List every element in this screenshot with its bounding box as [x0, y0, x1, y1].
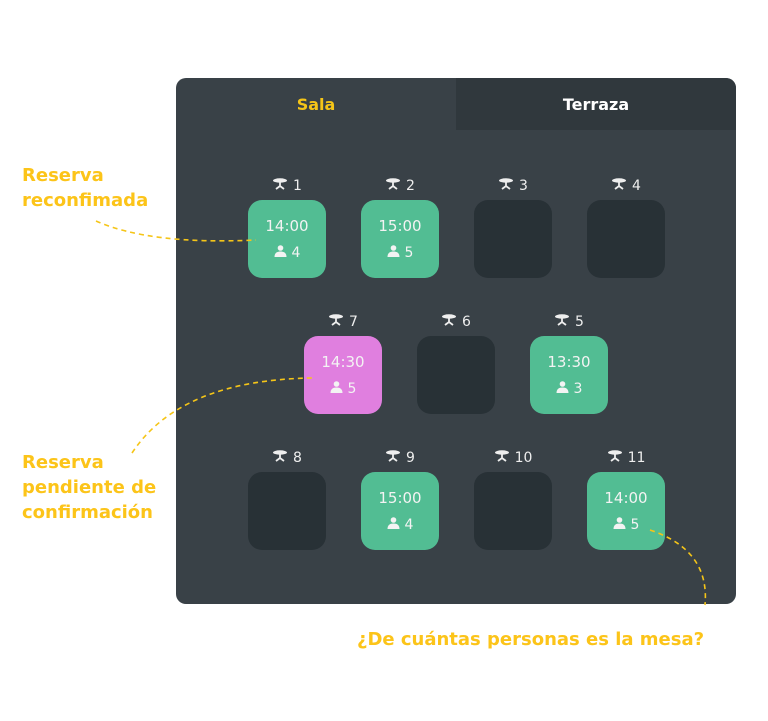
table-number: 5	[575, 314, 584, 330]
person-icon	[330, 381, 343, 397]
annotation-pending: Reserva pendiente de confirmación	[22, 450, 156, 525]
tab-sala[interactable]: Sala	[296, 94, 336, 114]
table-number: 4	[632, 178, 641, 194]
guest-count: 4	[274, 245, 301, 261]
reservation-time: 15:00	[378, 489, 422, 507]
table-label: 4	[587, 178, 665, 194]
table-9: 9 15:00 4	[361, 450, 439, 550]
table-tile-confirmed[interactable]: 14:00 4	[248, 200, 326, 278]
table-icon	[385, 450, 401, 466]
table-label: 8	[248, 450, 326, 466]
annotation-guests: ¿De cuántas personas es la mesa?	[357, 629, 705, 650]
table-4: 4	[587, 178, 665, 278]
table-10: 10	[474, 450, 552, 550]
table-icon	[272, 178, 288, 194]
table-number: 1	[293, 178, 302, 194]
table-label: 7	[304, 314, 382, 330]
guest-count: 3	[556, 381, 583, 397]
table-icon	[498, 178, 514, 194]
annotation-text: Reserva	[22, 452, 104, 473]
table-number: 8	[293, 450, 302, 466]
table-label: 11	[587, 450, 665, 466]
table-label: 3	[474, 178, 552, 194]
floor-plan-panel: Sala Terraza 1 14:00 4 2 15:00 5 3 4 7 14:30 5 6 5 13…	[176, 78, 736, 604]
table-icon	[494, 450, 510, 466]
reservation-time: 15:00	[378, 217, 422, 235]
table-tile-empty[interactable]	[474, 472, 552, 550]
guest-number: 5	[347, 381, 357, 397]
guest-count: 5	[613, 517, 640, 533]
person-icon	[613, 517, 626, 533]
tab-terraza[interactable]: Terraza	[456, 78, 736, 130]
table-11: 11 14:00 5	[587, 450, 665, 550]
annotation-text: pendiente de	[22, 477, 157, 498]
table-icon	[554, 314, 570, 330]
table-tile-empty[interactable]	[417, 336, 495, 414]
table-icon	[385, 178, 401, 194]
annotation-confirmed: Reserva reconfimada	[22, 163, 148, 213]
reservation-time: 13:30	[547, 353, 591, 371]
table-2: 2 15:00 5	[361, 178, 439, 278]
table-icon	[328, 314, 344, 330]
person-icon	[387, 245, 400, 261]
table-8: 8	[248, 450, 326, 550]
annotation-text: reconfimada	[22, 190, 149, 211]
guest-count: 5	[387, 245, 414, 261]
table-1: 1 14:00 4	[248, 178, 326, 278]
guest-number: 5	[404, 245, 414, 261]
table-label: 1	[248, 178, 326, 194]
table-5: 5 13:30 3	[530, 314, 608, 414]
table-label: 9	[361, 450, 439, 466]
guest-count: 5	[330, 381, 357, 397]
table-tile-confirmed[interactable]: 13:30 3	[530, 336, 608, 414]
table-tile-confirmed[interactable]: 15:00 5	[361, 200, 439, 278]
table-icon	[607, 450, 623, 466]
reservation-time: 14:00	[265, 217, 309, 235]
reservation-time: 14:00	[604, 489, 648, 507]
table-number: 11	[627, 450, 646, 466]
table-number: 7	[349, 314, 358, 330]
table-6: 6	[417, 314, 495, 414]
table-number: 10	[514, 450, 533, 466]
table-icon	[272, 450, 288, 466]
table-tile-empty[interactable]	[474, 200, 552, 278]
table-label: 10	[474, 450, 552, 466]
table-label: 6	[417, 314, 495, 330]
guest-count: 4	[387, 517, 414, 533]
table-tile-pending[interactable]: 14:30 5	[304, 336, 382, 414]
person-icon	[274, 245, 287, 261]
annotation-text: confirmación	[22, 502, 153, 523]
table-number: 2	[406, 178, 415, 194]
reservation-time: 14:30	[321, 353, 365, 371]
table-tile-confirmed[interactable]: 14:00 5	[587, 472, 665, 550]
person-icon	[556, 381, 569, 397]
table-icon	[611, 178, 627, 194]
person-icon	[387, 517, 400, 533]
table-tile-empty[interactable]	[248, 472, 326, 550]
guest-number: 5	[630, 517, 640, 533]
guest-number: 3	[573, 381, 583, 397]
guest-number: 4	[291, 245, 301, 261]
table-tile-confirmed[interactable]: 15:00 4	[361, 472, 439, 550]
annotation-text: Reserva	[22, 165, 104, 186]
table-number: 6	[462, 314, 471, 330]
table-icon	[441, 314, 457, 330]
table-3: 3	[474, 178, 552, 278]
table-number: 9	[406, 450, 415, 466]
guest-number: 4	[404, 517, 414, 533]
table-tile-empty[interactable]	[587, 200, 665, 278]
table-label: 5	[530, 314, 608, 330]
table-number: 3	[519, 178, 528, 194]
table-7: 7 14:30 5	[304, 314, 382, 414]
table-label: 2	[361, 178, 439, 194]
